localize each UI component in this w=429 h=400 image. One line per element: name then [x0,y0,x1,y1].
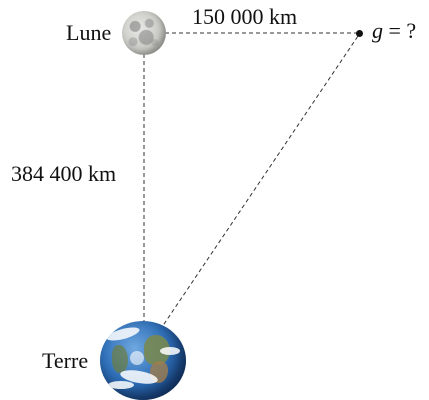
gravity-question: = ? [383,18,417,43]
earth-moon-distance-label: 384 400 km [11,161,117,186]
moon-icon [122,11,166,55]
point-icon [356,30,363,37]
moon-label: Lune [66,20,112,45]
gravity-variable: g [372,18,383,43]
earth-to-point-line [159,35,359,331]
unknown-gravity-label: g = ? [372,20,416,42]
earth-label: Terre [42,348,89,373]
moon-point-distance-label: 150 000 km [192,4,298,29]
earth-icon [100,321,186,400]
